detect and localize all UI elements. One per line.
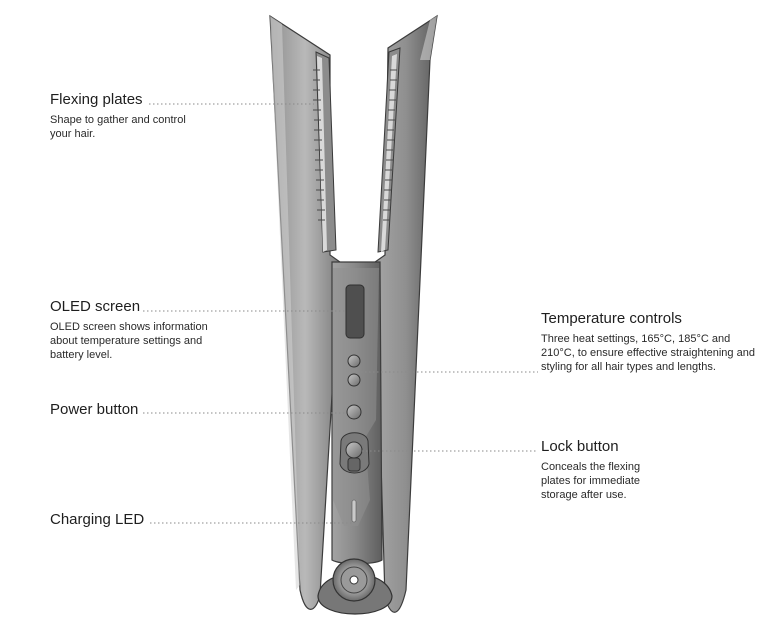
- power-button[interactable]: [346, 404, 362, 420]
- power-button-title: Power button: [50, 401, 139, 418]
- lock-button[interactable]: [339, 432, 370, 474]
- temp-down-button[interactable]: [347, 373, 361, 387]
- callout-oled-screen: OLED screen OLED screen shows informatio…: [50, 298, 235, 362]
- flexing-plates-title: Flexing plates: [50, 91, 143, 108]
- temperature-controls-description: Three heat settings, 165°C, 185°C and 21…: [541, 333, 755, 373]
- callout-power-button: Power button: [50, 401, 200, 419]
- callout-flexing-plates: Flexing plates Shape to gather and contr…: [50, 91, 200, 141]
- lock-button-title: Lock button: [541, 438, 619, 455]
- callout-temperature-controls: Temperature controls Three heat settings…: [541, 310, 761, 374]
- right-flexing-plate: [377, 47, 401, 253]
- temperature-controls-title: Temperature controls: [541, 310, 682, 327]
- right-arm: [374, 14, 438, 613]
- charging-led-title: Charging LED: [50, 511, 145, 528]
- charging-port-cap: [317, 558, 393, 615]
- oled-screen-description: OLED screen shows information about temp…: [50, 321, 208, 361]
- charging-led: [351, 499, 357, 523]
- oled-screen: [345, 284, 365, 339]
- oled-screen-title: OLED screen: [50, 298, 141, 315]
- left-flexing-plate: [313, 51, 337, 253]
- flexing-plates-description: Shape to gather and control your hair.: [50, 114, 186, 140]
- callout-charging-led: Charging LED: [50, 511, 200, 529]
- lock-button-description: Conceals the flexing plates for immediat…: [541, 461, 641, 501]
- callout-lock-button: Lock button Conceals the flexing plates …: [541, 438, 671, 502]
- temp-up-button[interactable]: [347, 354, 361, 368]
- leader-lines: [143, 103, 538, 524]
